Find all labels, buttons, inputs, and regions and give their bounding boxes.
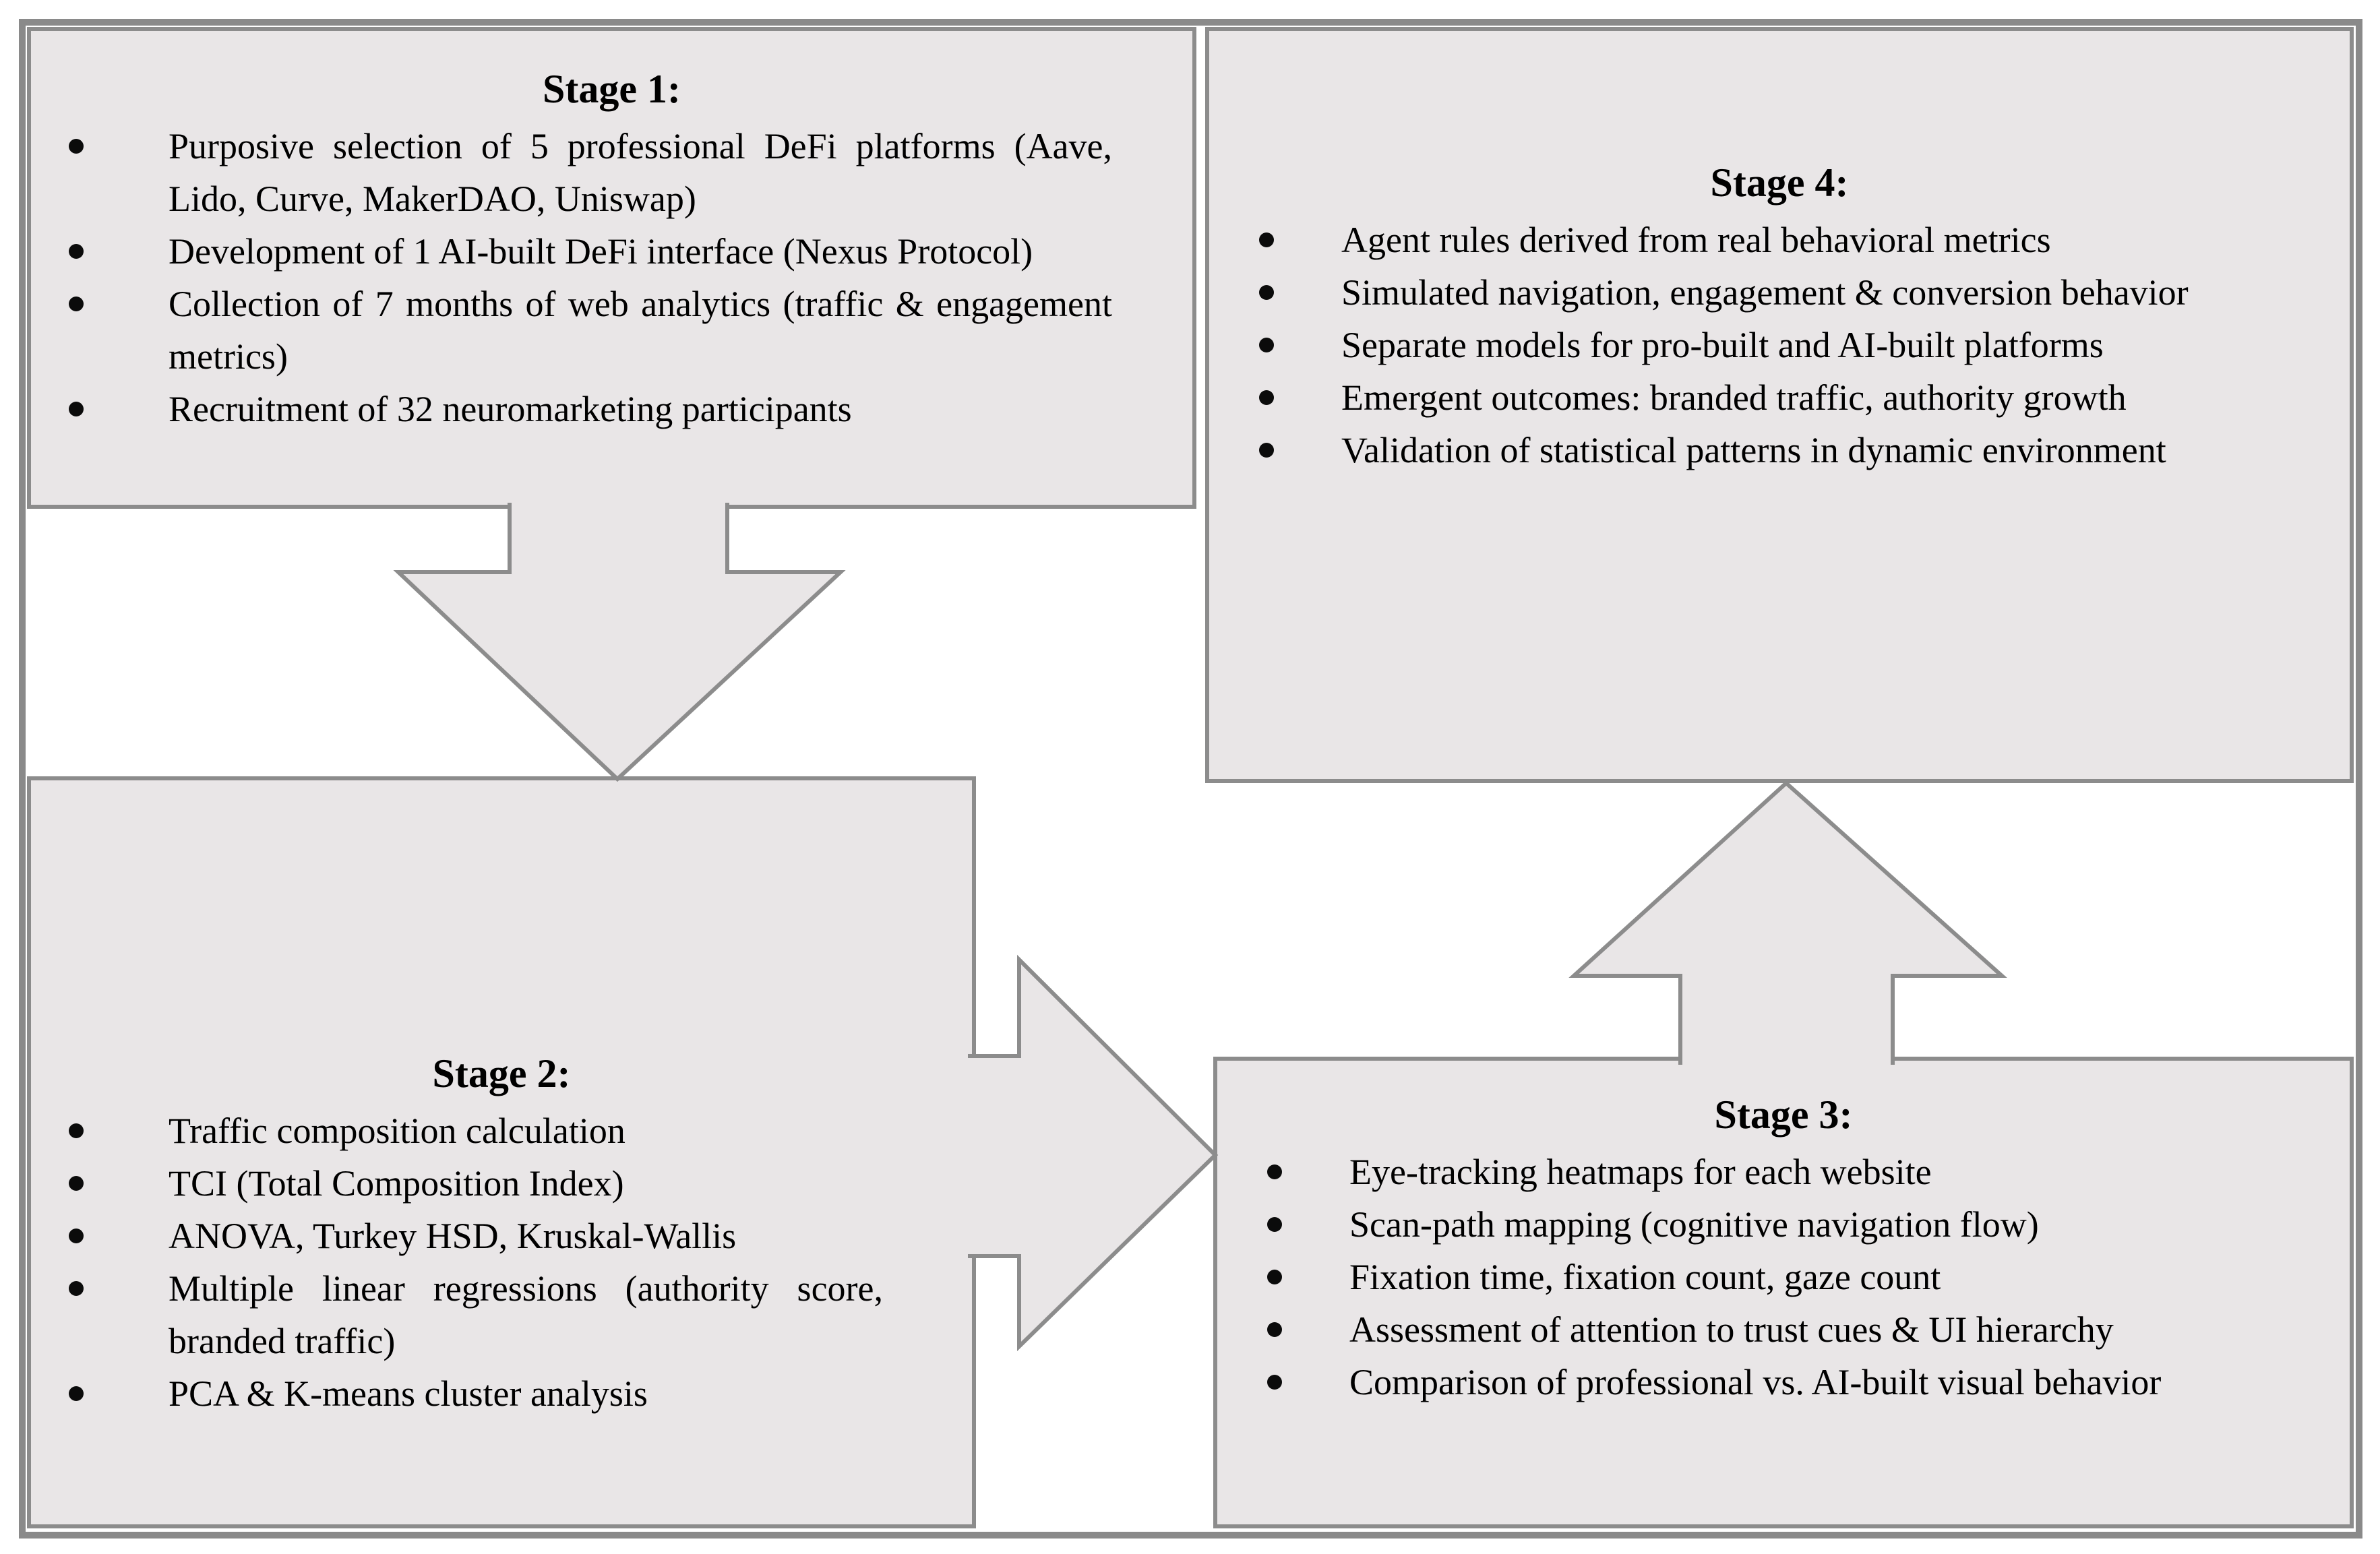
stage-2-box: Stage 2: Traffic composition calculation… [27, 776, 976, 1528]
stage-4-bullet: Agent rules derived from real behavioral… [1259, 214, 2211, 266]
stage-2-bullet: ANOVA, Turkey HSD, Kruskal-Wallis [69, 1210, 883, 1262]
stage-4-title: Stage 4: [1710, 160, 1849, 205]
stage-1-bullet: Recruitment of 32 neuromarketing partici… [69, 383, 1112, 435]
stage-3-bullet: Assessment of attention to trust cues & … [1267, 1303, 2212, 1356]
stage-1-bullet: Development of 1 AI-built DeFi interface… [69, 225, 1112, 278]
stage-2-title: Stage 2: [432, 1051, 571, 1096]
stage-2-bullet-list: Traffic composition calculation TCI (Tot… [31, 1105, 883, 1420]
stage-2-bullet: PCA & K-means cluster analysis [69, 1367, 883, 1420]
stage-3-bullet: Fixation time, fixation count, gaze coun… [1267, 1251, 2212, 1303]
stage-2-bullet: TCI (Total Composition Index) [69, 1157, 883, 1210]
stage-3-bullet: Comparison of professional vs. AI-built … [1267, 1356, 2212, 1408]
stage-1-bullet: Collection of 7 months of web analytics … [69, 278, 1112, 383]
stage-4-box: Stage 4: Agent rules derived from real b… [1205, 27, 2354, 783]
stage-4-bullet-list: Agent rules derived from real behavioral… [1209, 214, 2211, 476]
stage-4-bullet: Separate models for pro-built and AI-bui… [1259, 319, 2211, 371]
stage-2-bullet: Multiple linear regressions (authority s… [69, 1262, 883, 1367]
stage-4-bullet: Validation of statistical patterns in dy… [1259, 424, 2211, 476]
stage-3-box: Stage 3: Eye-tracking heatmaps for each … [1213, 1057, 2354, 1528]
stage-3-title: Stage 3: [1714, 1092, 1853, 1137]
stage-1-bullet: Purposive selection of 5 professional De… [69, 120, 1112, 225]
stage-3-bullet: Scan-path mapping (cognitive navigation … [1267, 1198, 2212, 1251]
stage-1-box: Stage 1: Purposive selection of 5 profes… [27, 27, 1196, 509]
stage-1-title: Stage 1: [543, 67, 681, 111]
stage-1-bullet-list: Purposive selection of 5 professional De… [31, 120, 1112, 435]
stage-2-bullet: Traffic composition calculation [69, 1105, 883, 1157]
stage-4-bullet: Simulated navigation, engagement & conve… [1259, 266, 2211, 319]
stage-4-bullet: Emergent outcomes: branded traffic, auth… [1259, 371, 2211, 424]
stage-3-bullet: Eye-tracking heatmaps for each website [1267, 1146, 2212, 1198]
stage-3-bullet-list: Eye-tracking heatmaps for each website S… [1217, 1146, 2212, 1408]
